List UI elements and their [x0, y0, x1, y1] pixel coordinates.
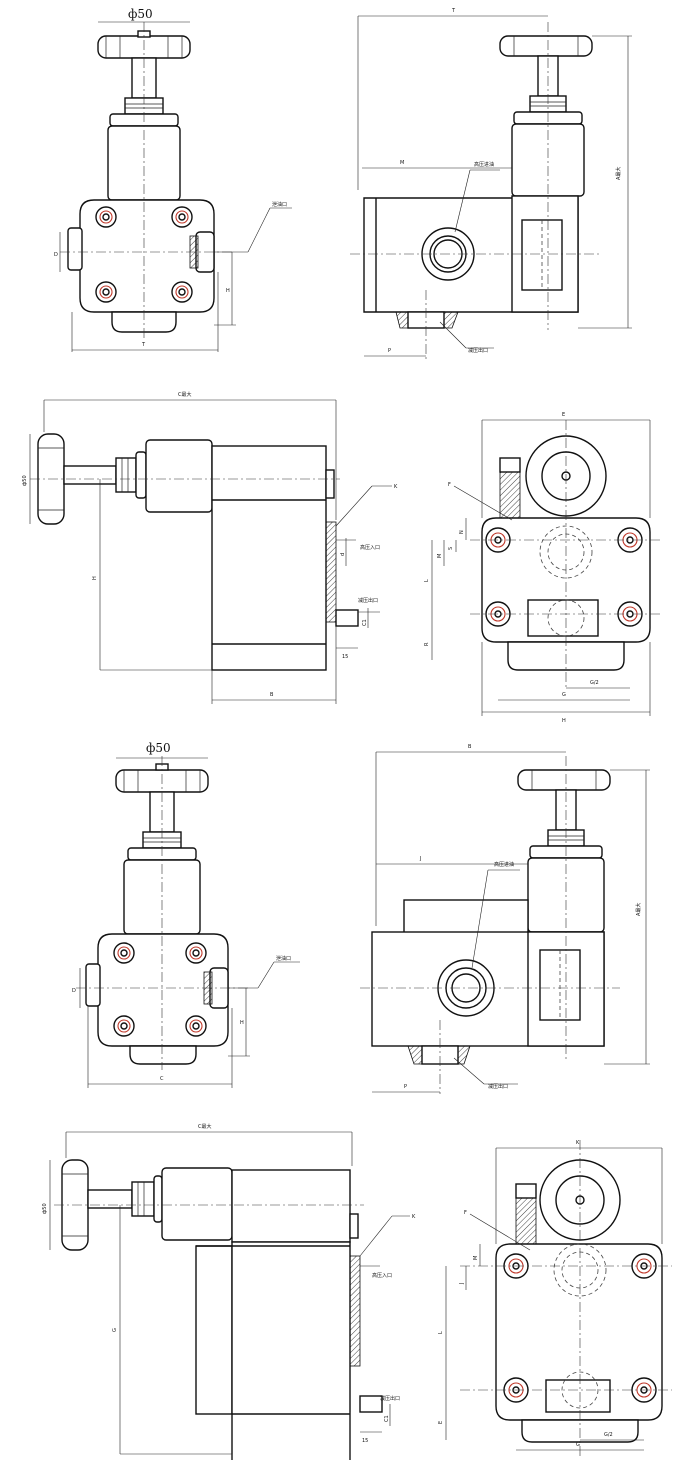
label-out-3: 减压出口	[358, 597, 378, 604]
dim-k-7: K	[412, 1214, 416, 1220]
flange-plate-2	[495, 1243, 663, 1421]
dim-amax-6: A最大	[635, 903, 642, 916]
bolt-holes	[95, 206, 193, 303]
flange-view-1: E G H G/2 L M S N R F	[424, 412, 660, 724]
dim-j-6: J	[419, 856, 421, 862]
label-in-3: 高压入口	[360, 544, 380, 551]
dim-amax-2: A最大	[615, 167, 622, 180]
dim-15-7: 15	[362, 1438, 368, 1444]
label-low-2: 减压出口	[468, 347, 488, 354]
dim-c1-7: C1	[384, 1415, 390, 1422]
dim-m-2: M	[400, 160, 404, 166]
dim-e-8: E	[438, 1421, 444, 1424]
dim-e-4: E	[562, 412, 565, 418]
dim-p-2: P	[388, 348, 391, 354]
dim-p-6: P	[404, 1084, 407, 1090]
dim-l-8: L	[438, 1331, 444, 1334]
dim-l-4: L	[424, 579, 430, 582]
dim-15-3: 15	[342, 654, 348, 660]
dim-b-3: B	[270, 692, 274, 698]
dim-f-8: F	[464, 1210, 467, 1216]
dim-m-8: M	[473, 1256, 479, 1260]
dim-c1-3: C1	[362, 619, 368, 626]
dim-phi-7: ф50	[42, 1203, 48, 1214]
front-view-3: ф50 C H D 泄油口	[72, 741, 300, 1088]
label-out-7: 减压出口	[380, 1395, 400, 1402]
front-view-2: C最大 ф50 H B 15 d 高压入口 减压出口 C1 K	[22, 391, 398, 704]
label-in-7: 高压入口	[372, 1272, 392, 1279]
dim-t-2: T	[451, 8, 456, 14]
dim-g-7: G	[112, 1328, 118, 1332]
dim-s-4: S	[448, 547, 454, 550]
dim-d-5: D	[72, 988, 76, 994]
dim-t-1: T	[141, 342, 146, 348]
label-high-6: 高压进油	[494, 861, 514, 868]
drain-port-label-5: 泄油口	[276, 955, 291, 962]
dim-g-8: G	[576, 1442, 580, 1448]
dim-f-4: F	[448, 482, 451, 488]
drain-port-label-1: 泄油口	[272, 201, 287, 208]
flange-plate-1	[481, 517, 651, 643]
valve-body-front2	[211, 445, 327, 671]
dim-j-8: J	[459, 1283, 465, 1285]
dim-k-8: K	[576, 1140, 580, 1146]
dim-n-4: N	[459, 530, 465, 534]
valve-body-front4	[231, 1241, 351, 1460]
dim-g2-4: G/2	[590, 680, 599, 686]
dim-d-1: D	[54, 252, 58, 258]
handwheel-dia-label: ф50	[128, 7, 153, 21]
valve-body	[79, 199, 215, 313]
side-view-1: T M A最大 P 高压进油 减压出口	[350, 8, 632, 360]
dim-c-5: C	[160, 1076, 164, 1082]
label-low-6: 减压出口	[488, 1083, 508, 1090]
front-view-4: C最大 ф50 G L 15 高压入口 减压出口 C1 K	[42, 1123, 416, 1460]
dim-h-1: H	[226, 288, 230, 294]
dim-d-3: d	[340, 553, 346, 556]
dim-phi-3: ф50	[22, 475, 28, 486]
label-high-2: 高压进油	[474, 161, 494, 168]
side-view-3: B J A最大 P 高压进油 减压出口	[360, 744, 650, 1094]
dim-c-7: C最大	[198, 1123, 212, 1130]
dim-m-4: M	[437, 554, 443, 558]
dim-h-5: H	[240, 1020, 244, 1026]
front-view-1: ф50 T H D 泄油口	[54, 7, 292, 352]
dim-h-4: H	[562, 718, 566, 724]
dim-c-3: C最大	[178, 391, 192, 398]
handwheel-dia-label-3: ф50	[146, 741, 171, 755]
dim-g-4: G	[562, 692, 566, 698]
dim-h-3: H	[92, 576, 98, 580]
dim-k-3: K	[394, 484, 398, 490]
dim-r-4: R	[424, 642, 430, 646]
dim-g2-8: G/2	[604, 1432, 613, 1438]
dim-b-6: B	[468, 744, 472, 750]
flange-view-2: K G G/2 L J M E F	[438, 1140, 672, 1458]
